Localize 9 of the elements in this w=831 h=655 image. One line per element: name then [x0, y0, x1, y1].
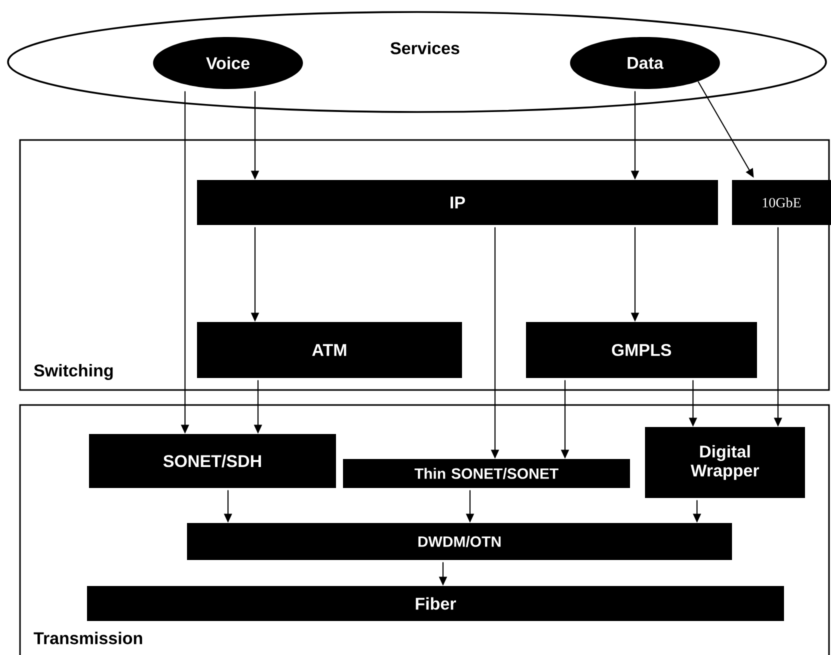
protocol-bar: 10GbE	[732, 180, 831, 225]
protocol-bar: Digital Wrapper	[645, 427, 805, 498]
protocol-bar: GMPLS	[526, 322, 757, 378]
protocol-bar: ATM	[197, 322, 462, 378]
protocol-bar: IP	[197, 180, 718, 225]
protocol-bar: Fiber	[87, 586, 784, 621]
protocol-bar: SONET/SDH	[89, 434, 336, 488]
protocol-bar: Thin SONET/SONET	[343, 459, 630, 488]
protocol-bar: DWDM/OTN	[187, 523, 732, 560]
